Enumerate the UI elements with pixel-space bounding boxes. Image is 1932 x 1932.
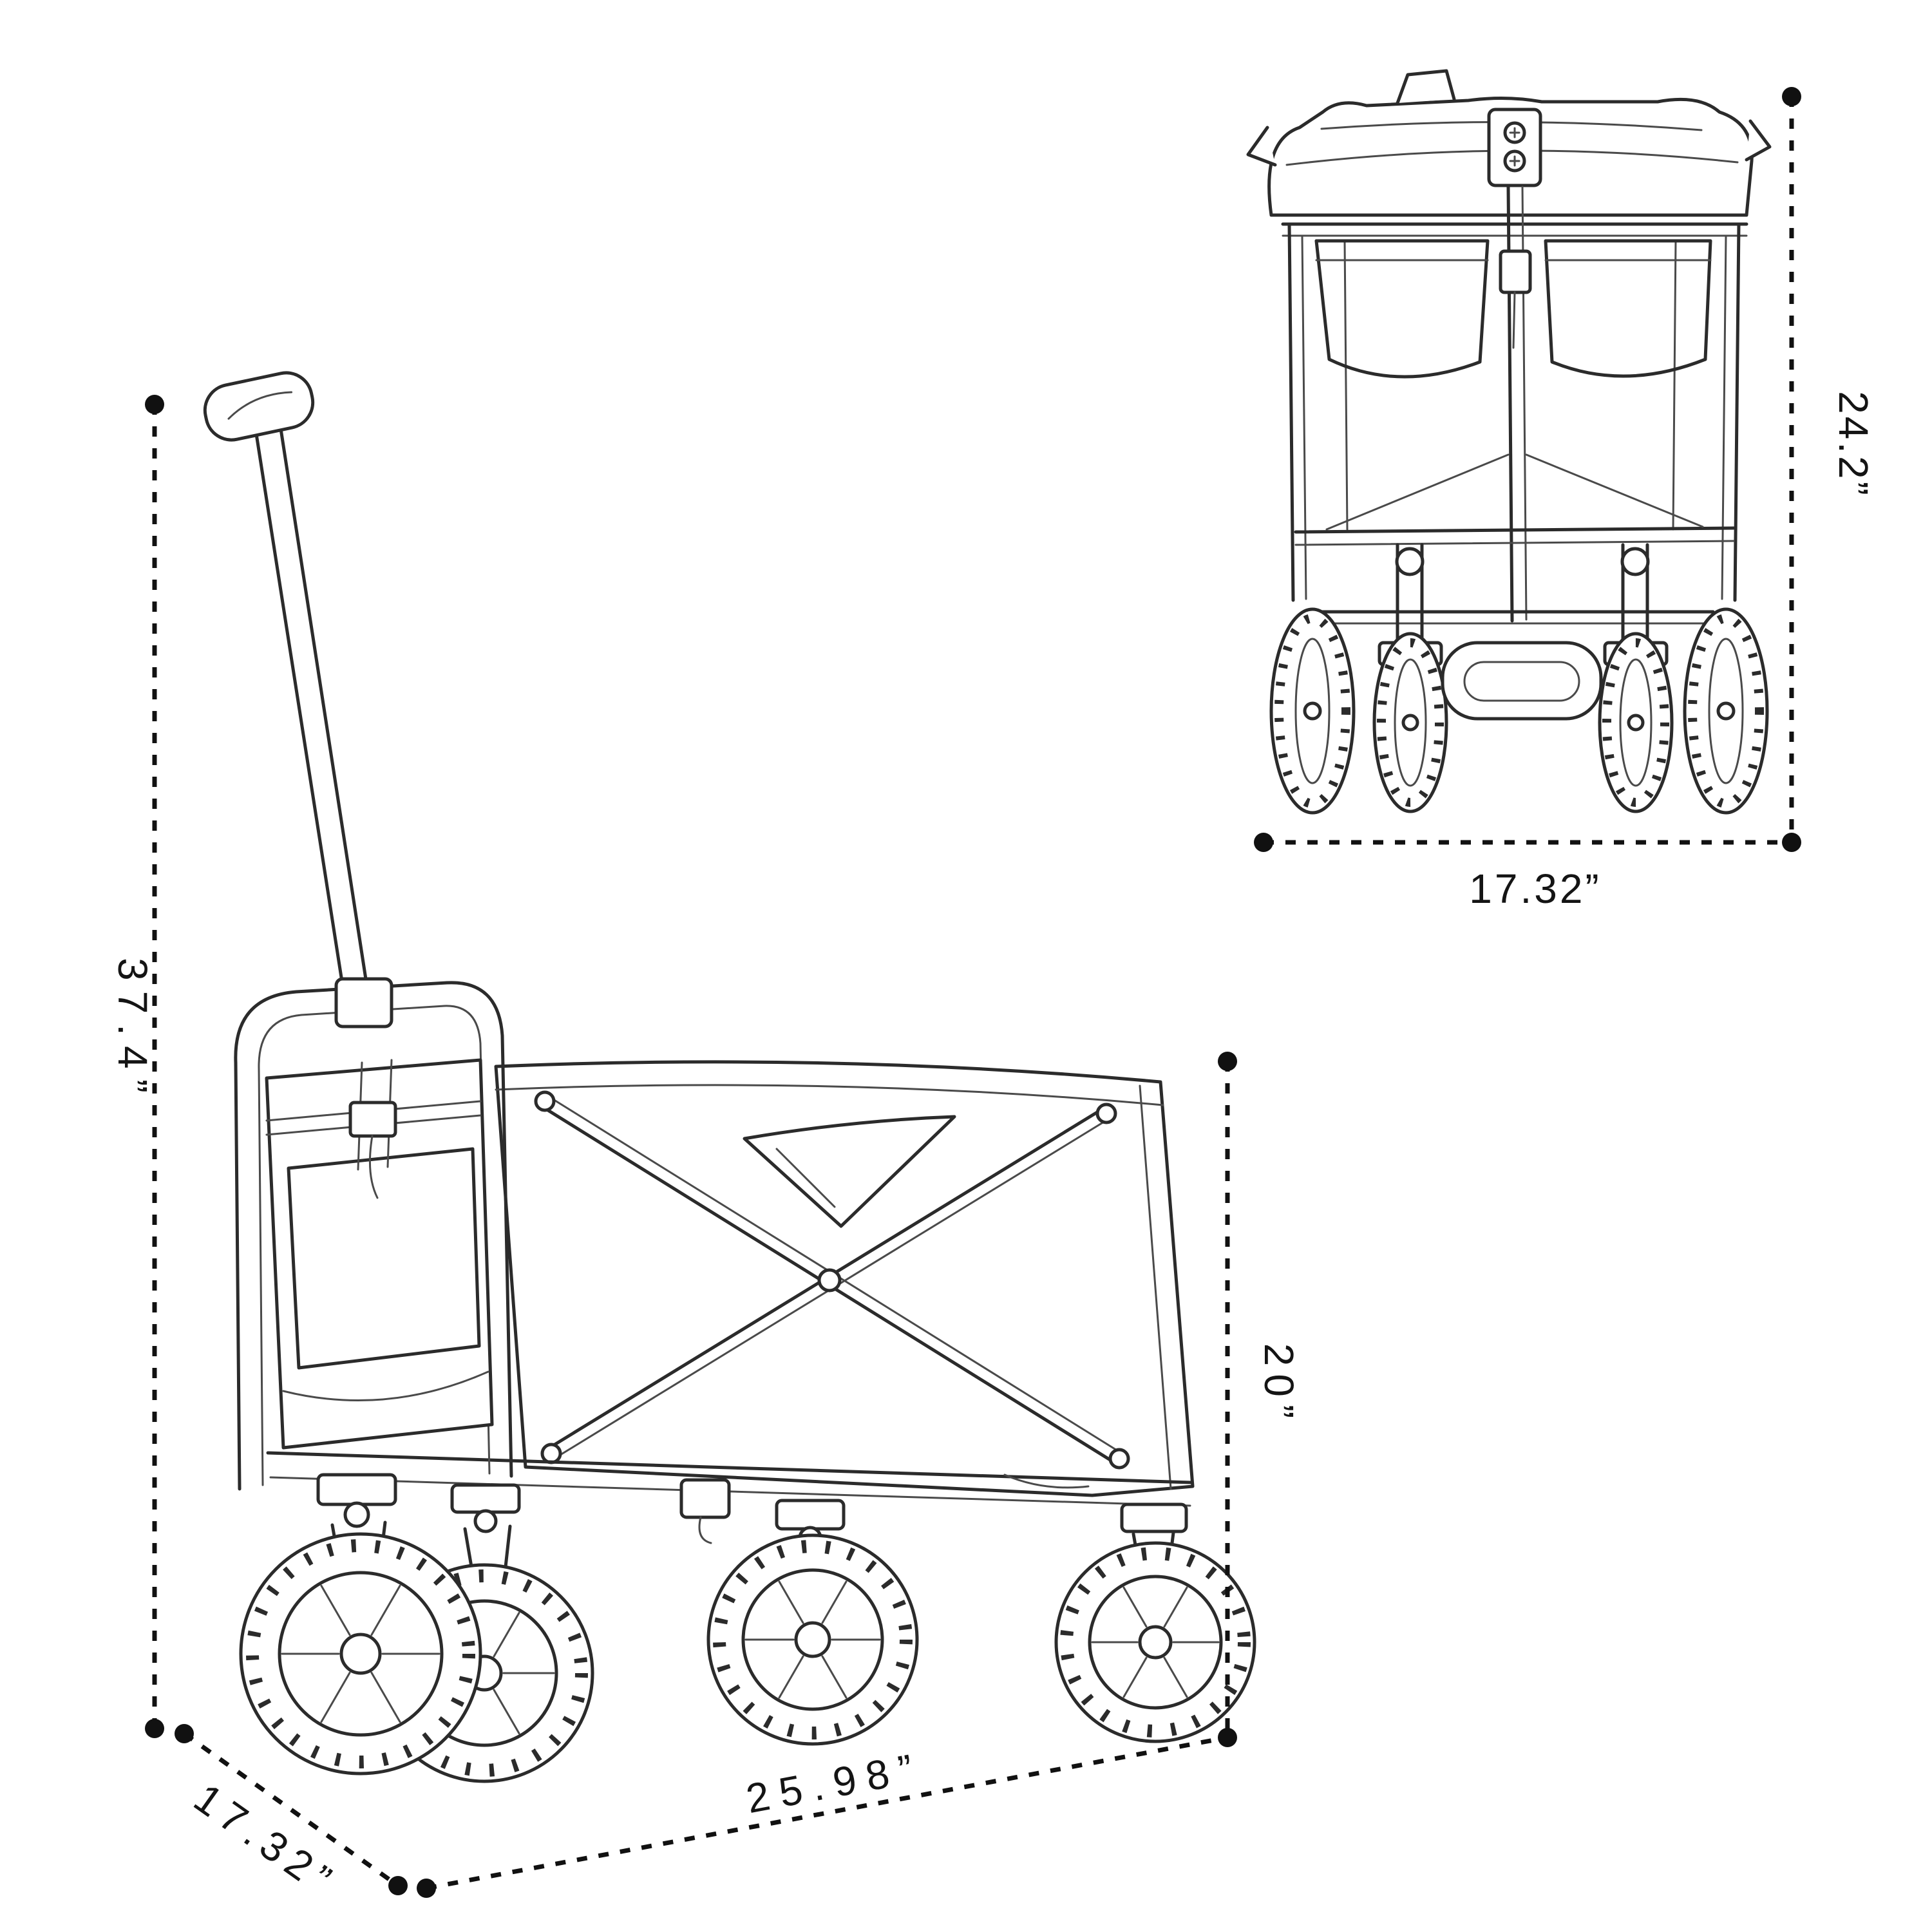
dim-endpoint-dot: [145, 1719, 164, 1738]
dim-endpoint-dot: [175, 1724, 194, 1743]
canopy-strap: [1396, 69, 1456, 105]
dim-front-width: 17.32”: [1254, 833, 1792, 912]
front-wheel-inner-right: [1598, 632, 1674, 813]
side-body-height-label: 20”: [1256, 1343, 1302, 1426]
frame-bolt: [817, 1268, 842, 1293]
pull-handle: [203, 371, 393, 1028]
front-width-label: 17.32”: [1469, 866, 1601, 912]
side-view-wagon: [203, 371, 1256, 1783]
front-frame: [1281, 185, 1748, 625]
front-caster-near: [239, 1473, 482, 1776]
side-length-label: 25.98”: [743, 1743, 927, 1822]
canopy-flap-right: [1745, 119, 1772, 162]
dim-side-body-height: 20”: [1218, 1052, 1302, 1738]
folded-handle-front: [1441, 641, 1603, 721]
frame-bolt: [1095, 1103, 1117, 1124]
frame-bolt: [1108, 1448, 1130, 1470]
dim-endpoint-dot: [1218, 1052, 1237, 1071]
handle-mount: [334, 977, 393, 1028]
rear-wheel: [1054, 1502, 1256, 1743]
center-buckle: [1499, 249, 1532, 294]
front-wheel-outer-right: [1683, 607, 1769, 815]
wheel-spokes: [281, 1584, 440, 1723]
front-wheels: [1269, 607, 1769, 815]
canopy-flap-left: [1246, 126, 1277, 167]
dim-front-height: 24.2”: [1782, 87, 1877, 852]
strap-buckle: [348, 1101, 397, 1138]
front-wheel-inner-left: [1372, 632, 1448, 813]
dim-endpoint-dot: [417, 1879, 436, 1898]
mesh-pocket: [287, 1147, 481, 1370]
front-wheel-outer-left: [1269, 607, 1356, 815]
mesh-pocket-left: [1314, 239, 1490, 379]
dim-endpoint-dot: [145, 395, 164, 414]
dim-endpoint-dot: [1218, 1728, 1237, 1747]
dim-side-height: 37.4”: [109, 395, 164, 1738]
bottom-latch: [679, 1478, 731, 1519]
canopy-clamp: [1487, 108, 1542, 187]
wagon-basket-side: [266, 1060, 1195, 1544]
fabric-flap: [743, 1115, 956, 1228]
front-view-wagon: [1246, 69, 1772, 815]
handle-pole: [254, 427, 370, 1004]
handle-grip: [203, 371, 315, 442]
mesh-pockets: [1314, 239, 1712, 379]
side-depth-label: 17.32”: [185, 1774, 345, 1906]
frame-bolt: [540, 1443, 562, 1464]
front-height-label: 24.2”: [1830, 391, 1877, 498]
side-height-label: 37.4”: [109, 958, 156, 1103]
wagon-left-end: [234, 981, 513, 1491]
mesh-pocket-right: [1544, 239, 1712, 378]
wheel-spokes: [744, 1580, 881, 1699]
frame-bolt: [534, 1090, 556, 1112]
dim-endpoint-dot: [1782, 87, 1801, 106]
folded-canopy: [1246, 69, 1772, 217]
dim-endpoint-dot: [1254, 833, 1273, 852]
middle-wheel: [706, 1499, 919, 1746]
wheel-spokes: [1091, 1586, 1220, 1698]
dim-endpoint-dot: [388, 1876, 408, 1895]
